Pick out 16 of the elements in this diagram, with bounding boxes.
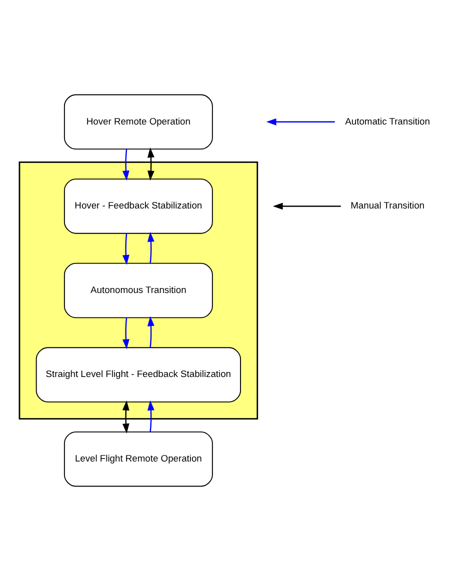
node-box: Straight Level Flight - Feedback Stabilization bbox=[36, 347, 241, 402]
arrow bbox=[147, 148, 154, 181]
node-box: Level Flight Remote Operation bbox=[64, 431, 213, 487]
cluster bbox=[18, 161, 258, 420]
node-box: Autonomous Transition bbox=[64, 262, 213, 318]
arrow bbox=[122, 234, 130, 265]
arrow bbox=[147, 400, 154, 432]
arrow bbox=[147, 316, 154, 348]
legend-label: Manual Transition bbox=[350, 200, 425, 211]
arrow bbox=[122, 318, 130, 350]
node-box: Hover - Feedback Stabilization bbox=[64, 178, 213, 234]
arrow bbox=[122, 149, 130, 181]
legend-label: Automatic Transition bbox=[345, 116, 430, 126]
arrow bbox=[122, 400, 130, 434]
node-box: Hover Remote Operation bbox=[64, 94, 213, 150]
arrow bbox=[147, 232, 154, 264]
